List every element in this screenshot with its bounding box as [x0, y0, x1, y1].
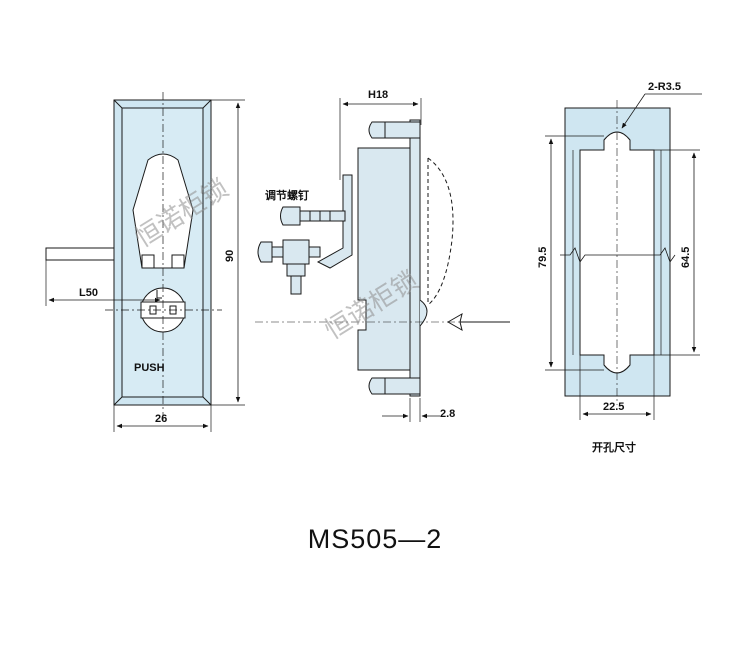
lever-length-dimension: L50 [79, 287, 98, 299]
push-label: PUSH [134, 362, 165, 374]
model-title: MS505—2 [308, 524, 443, 554]
radius-dimension: 2-R3.5 [648, 81, 681, 93]
cutout-outer-height-dimension: 79.5 [537, 247, 549, 268]
offset-dimension: 2.8 [440, 408, 455, 420]
side-view [255, 98, 510, 422]
lock-body-side [357, 119, 421, 397]
front-width-dimension: 26 [155, 413, 167, 425]
lever-rod [45, 247, 117, 261]
front-height-dimension: 90 [224, 250, 236, 262]
cutout-view [545, 93, 702, 420]
side-depth-dimension: H18 [368, 89, 388, 101]
cutout-caption: 开孔尺寸 [592, 440, 636, 454]
adjusting-screw-label: 调节螺钉 [265, 188, 309, 202]
cutout-inner-height-dimension: 64.5 [680, 247, 692, 268]
front-view [45, 92, 245, 432]
cutout-width-dimension: 22.5 [603, 401, 624, 413]
